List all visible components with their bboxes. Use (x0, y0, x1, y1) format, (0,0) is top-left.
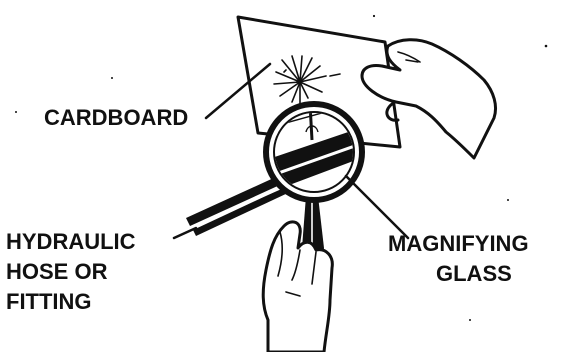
cardboard-label: CARDBOARD (44, 105, 189, 130)
cardboard-leader (204, 62, 272, 120)
cardboard-sheet (236, 15, 402, 149)
hydraulic-hose-label-line2: HOSE OR (6, 259, 108, 284)
hose-leader (172, 226, 198, 240)
magnifier-leader (344, 174, 410, 240)
hydraulic-hose-label-line1: HYDRAULIC (6, 229, 136, 254)
scan-specks (15, 14, 548, 321)
leader-lines (172, 62, 410, 240)
magnifying-glass-label-line1: MAGNIFYING (388, 231, 529, 256)
spray-burst (273, 55, 341, 113)
magnifying-glass (263, 101, 365, 256)
lower-hand (261, 220, 334, 352)
hydraulic-hose-label-line3: FITTING (6, 289, 92, 314)
right-hand (360, 38, 498, 160)
magnifying-glass-label-line2: GLASS (436, 261, 512, 286)
